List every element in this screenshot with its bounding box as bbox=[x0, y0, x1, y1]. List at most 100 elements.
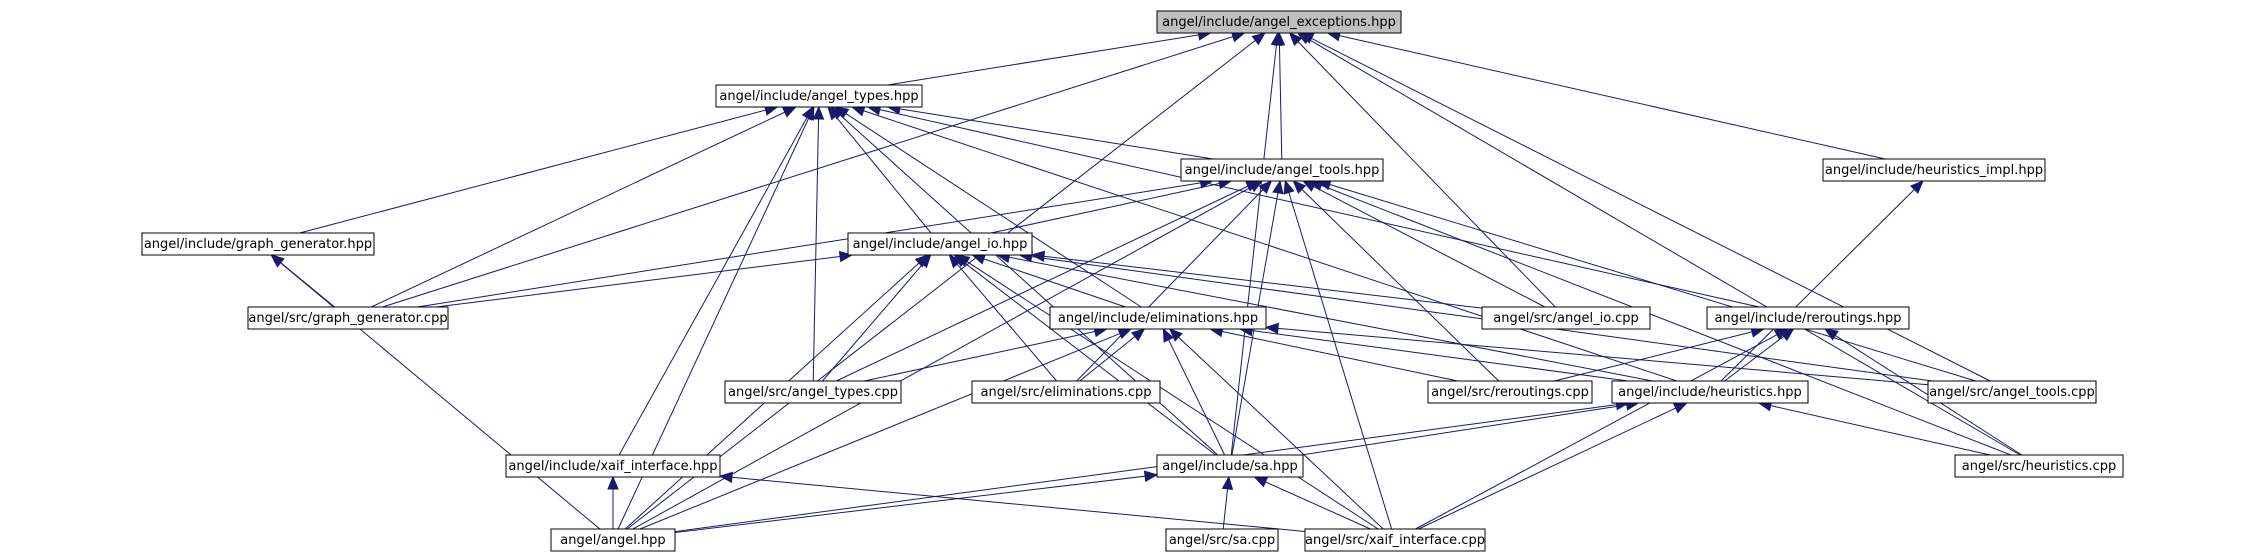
node-label: angel/src/angel_io.cpp bbox=[1493, 311, 1639, 326]
edge-angel_tools_hpp-to-angel_types_hpp bbox=[899, 108, 1214, 160]
node-eliminations-hpp[interactable]: angel/include/eliminations.hpp bbox=[1049, 306, 1267, 330]
edge-angel_io_hpp-to-angel_types_hpp bbox=[835, 115, 932, 234]
edge-xaif_interface_hpp-to-angel_types_hpp bbox=[618, 117, 808, 456]
edge-heuristics_hpp-to-angel_types_hpp bbox=[863, 110, 1678, 382]
node-label: angel/src/angel_types.cpp bbox=[728, 385, 898, 400]
edge-eliminations_cpp-to-angel_io_hpp bbox=[956, 263, 1058, 382]
node-box bbox=[971, 380, 1161, 404]
arrowhead bbox=[1130, 328, 1146, 342]
node-label: angel/src/sa.cpp bbox=[1169, 533, 1275, 548]
edge-xaif_interface_cpp-to-reroutings_hpp bbox=[1415, 334, 1778, 530]
edge-heuristics_cpp-to-heuristics_hpp bbox=[1770, 405, 1991, 456]
arrowhead bbox=[812, 105, 825, 120]
edge-eliminations_cpp-to-angel_tools_hpp bbox=[1076, 189, 1264, 382]
node-reroutings-hpp[interactable]: angel/include/reroutings.hpp bbox=[1706, 306, 1910, 330]
arrowhead bbox=[914, 254, 929, 268]
node-graph-generator-cpp[interactable]: angel/src/graph_generator.cpp bbox=[247, 306, 449, 330]
edge-angel_types_cpp-to-angel_types_hpp bbox=[812, 118, 820, 382]
node-box bbox=[141, 232, 375, 256]
edge-sa_hpp-to-eliminations_hpp bbox=[1168, 339, 1226, 456]
arrowhead bbox=[1270, 31, 1283, 47]
arrowhead bbox=[1030, 250, 1046, 263]
edge-angel_tools_hpp-to-angel_exceptions_hpp bbox=[1278, 44, 1283, 160]
edge-graph_generator_cpp-to-angel_types_hpp bbox=[371, 111, 786, 308]
node-eliminations-cpp[interactable]: angel/src/eliminations.cpp bbox=[971, 380, 1161, 404]
node-label: angel/src/heuristics.cpp bbox=[1962, 459, 2116, 474]
edge-xaif_interface_cpp-to-heuristics_hpp bbox=[1418, 407, 1676, 530]
node-angel-io-cpp[interactable]: angel/src/angel_io.cpp bbox=[1481, 306, 1651, 330]
arrowhead bbox=[1251, 32, 1266, 46]
arrowhead bbox=[718, 471, 733, 484]
arrowhead bbox=[1168, 328, 1183, 342]
node-sa-hpp[interactable]: angel/include/sa.hpp bbox=[1156, 454, 1304, 478]
node-angel-hpp[interactable]: angel/angel.hpp bbox=[550, 528, 676, 552]
edge-heuristics_cpp-to-angel_exceptions_hpp bbox=[1307, 38, 2021, 456]
node-angel-tools-cpp[interactable]: angel/src/angel_tools.cpp bbox=[1927, 380, 2097, 404]
node-box bbox=[505, 454, 721, 478]
arrowhead bbox=[1292, 180, 1307, 194]
node-label: angel/include/xaif_interface.hpp bbox=[508, 459, 717, 474]
arrowhead bbox=[1221, 475, 1234, 491]
edge-xaif_interface_cpp-to-xaif_interface_hpp bbox=[731, 476, 1306, 532]
edge-eliminations_hpp-to-angel_io_hpp bbox=[983, 258, 1126, 308]
node-label: angel/include/angel_exceptions.hpp bbox=[1162, 15, 1396, 30]
edge-xaif_interface_cpp-to-eliminations_hpp bbox=[1178, 336, 1384, 530]
node-angel-exceptions-hpp[interactable]: angel/include/angel_exceptions.hpp bbox=[1156, 10, 1402, 34]
arrowhead bbox=[1909, 180, 1924, 194]
node-label: angel/include/sa.hpp bbox=[1162, 459, 1298, 474]
edge-angel_types_cpp-to-angel_io_hpp bbox=[822, 263, 924, 382]
node-angel-tools-hpp[interactable]: angel/include/angel_tools.hpp bbox=[1180, 158, 1384, 182]
node-angel-types-cpp[interactable]: angel/src/angel_types.cpp bbox=[724, 380, 902, 404]
node-xaif-interface-cpp[interactable]: angel/src/xaif_interface.cpp bbox=[1304, 528, 1486, 552]
node-box bbox=[247, 306, 449, 330]
edge-angel_hpp-to-angel_exceptions_hpp bbox=[626, 39, 1256, 530]
node-xaif-interface-hpp[interactable]: angel/include/xaif_interface.hpp bbox=[505, 454, 721, 478]
node-box bbox=[715, 84, 923, 108]
node-sa-cpp[interactable]: angel/src/sa.cpp bbox=[1165, 528, 1279, 552]
arrowhead bbox=[1258, 180, 1273, 194]
node-box bbox=[1304, 528, 1486, 552]
edge-xaif_interface_cpp-to-angel_io_hpp bbox=[966, 261, 1379, 530]
node-label: angel/src/reroutings.cpp bbox=[1431, 385, 1589, 400]
edge-eliminations_cpp-to-eliminations_hpp bbox=[1079, 336, 1136, 382]
arrowhead bbox=[1283, 179, 1295, 195]
arrowhead bbox=[607, 475, 619, 490]
edge-heuristics_hpp-to-eliminations_hpp bbox=[1251, 330, 1629, 382]
edge-sa_hpp-to-angel_exceptions_hpp bbox=[1230, 44, 1277, 456]
node-heuristics-cpp[interactable]: angel/src/heuristics.cpp bbox=[1954, 454, 2124, 478]
node-angel-io-hpp[interactable]: angel/include/angel_io.hpp bbox=[847, 232, 1033, 256]
edge-reroutings_cpp-to-angel_tools_hpp bbox=[1301, 189, 1500, 382]
node-heuristics-hpp[interactable]: angel/include/heuristics.hpp bbox=[1611, 380, 1809, 404]
node-box bbox=[1611, 380, 1809, 404]
node-label: angel/include/angel_tools.hpp bbox=[1185, 163, 1380, 178]
edge-heuristics_hpp-to-reroutings_hpp bbox=[1724, 335, 1785, 382]
node-label: angel/include/angel_types.hpp bbox=[719, 89, 918, 104]
node-label: angel/src/eliminations.cpp bbox=[981, 385, 1152, 400]
node-box bbox=[1156, 454, 1304, 478]
arrowhead bbox=[830, 106, 845, 120]
edge-heuristics_hpp-to-heuristics_impl_hpp bbox=[1720, 189, 1915, 382]
edge-reroutings_cpp-to-reroutings_hpp bbox=[1554, 331, 1753, 382]
node-box bbox=[1049, 306, 1267, 330]
edge-reroutings_hpp-to-angel_types_hpp bbox=[879, 109, 1760, 308]
edge-reroutings_cpp-to-eliminations_hpp bbox=[1221, 330, 1458, 382]
arrowhead bbox=[781, 106, 797, 118]
node-graph-generator-hpp[interactable]: angel/include/graph_generator.hpp bbox=[141, 232, 375, 256]
node-reroutings-cpp[interactable]: angel/src/reroutings.cpp bbox=[1427, 380, 1593, 404]
node-label: angel/include/eliminations.hpp bbox=[1058, 311, 1258, 326]
node-label: angel/include/angel_io.hpp bbox=[853, 237, 1028, 252]
edge-sa_hpp-to-heuristics_hpp bbox=[1301, 404, 1627, 456]
node-label: angel/include/graph_generator.hpp bbox=[144, 237, 372, 252]
node-box bbox=[1165, 528, 1279, 552]
edge-angel_hpp-to-sa_hpp bbox=[674, 475, 1146, 534]
node-label: angel/src/angel_tools.cpp bbox=[1929, 385, 2095, 400]
arrowhead bbox=[803, 105, 815, 121]
node-box bbox=[847, 232, 1033, 256]
node-box bbox=[1427, 380, 1593, 404]
arrowhead bbox=[1824, 328, 1839, 341]
node-box bbox=[1822, 158, 2046, 182]
edge-angel_io_cpp-to-angel_tools_hpp bbox=[1313, 186, 1546, 308]
node-heuristics-impl-hpp[interactable]: angel/include/heuristics_impl.hpp bbox=[1822, 158, 2046, 182]
node-angel-types-hpp[interactable]: angel/include/angel_types.hpp bbox=[715, 84, 923, 108]
